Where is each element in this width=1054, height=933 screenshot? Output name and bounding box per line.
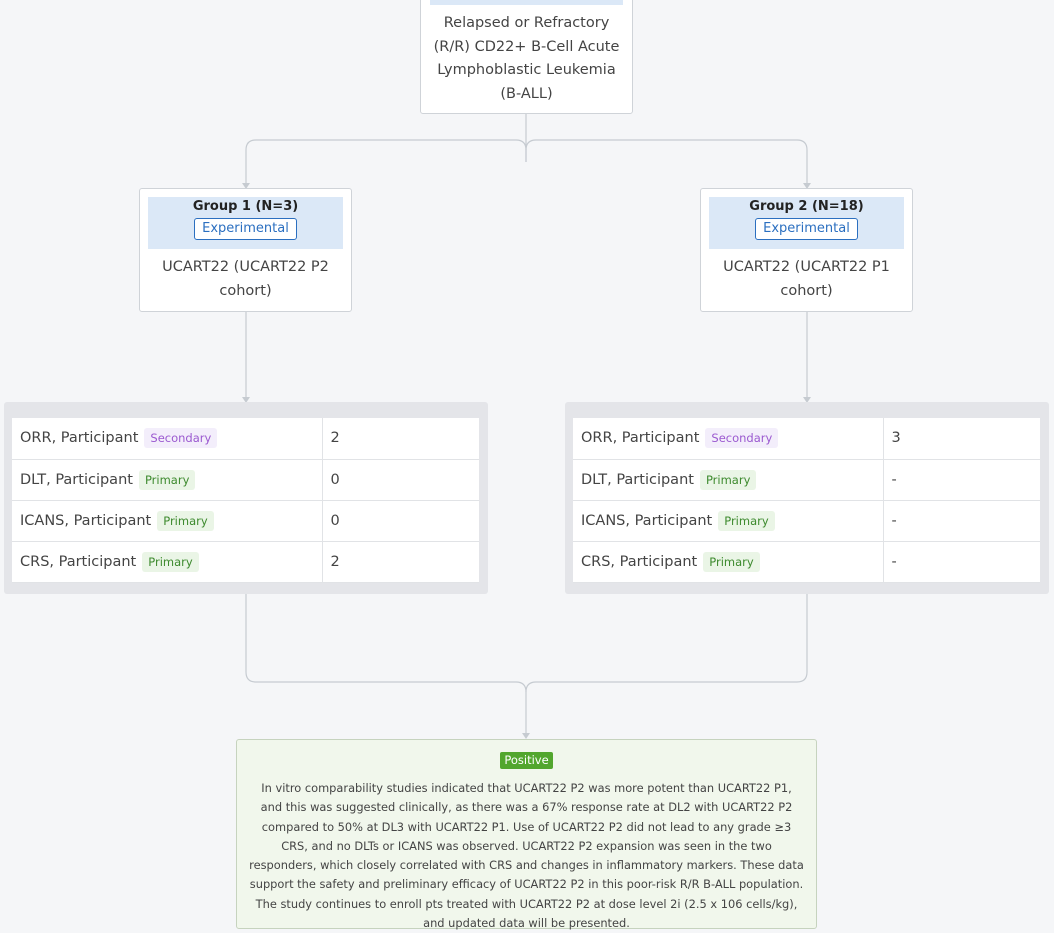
group-2-outcomes-panel: ORR, Participant Secondary 3 DLT, Partici… xyxy=(565,402,1049,594)
result-summary-text: In vitro comparability studies indicated… xyxy=(249,779,804,933)
group-1-intervention: UCART22 (UCART22 P2 cohort) xyxy=(140,256,351,303)
table-row[interactable]: ICANS, Participant Primary 0 xyxy=(12,500,479,541)
group-2-outcomes-table: ORR, Participant Secondary 3 DLT, Partici… xyxy=(573,418,1040,583)
table-row[interactable]: CRS, Participant Primary 2 xyxy=(12,541,479,582)
outcome-value: 0 xyxy=(322,500,479,541)
group-2-arm-tag: Experimental xyxy=(755,218,858,240)
outcome-name-cell: DLT, Participant Primary xyxy=(573,459,883,500)
outcome-type-badge: Primary xyxy=(139,470,195,490)
group-1-outcomes-table: ORR, Participant Secondary 2 DLT, Partici… xyxy=(12,418,479,583)
table-row[interactable]: ORR, Participant Secondary 3 xyxy=(573,418,1040,459)
group-1-outcomes-panel: ORR, Participant Secondary 2 DLT, Partici… xyxy=(4,402,488,594)
outcome-value: 2 xyxy=(322,418,479,459)
outcome-name: CRS, Participant xyxy=(20,554,136,570)
outcome-type-badge: Primary xyxy=(703,552,759,572)
table-row[interactable]: DLT, Participant Primary 0 xyxy=(12,459,479,500)
outcome-name-cell: ORR, Participant Secondary xyxy=(12,418,322,459)
outcome-value: - xyxy=(883,459,1040,500)
outcome-type-badge: Primary xyxy=(142,552,198,572)
outcome-name: ORR, Participant xyxy=(20,430,138,446)
group-2-box[interactable]: Group 2 (N=18) Experimental UCART22 (UCA… xyxy=(700,188,913,312)
outcome-value: - xyxy=(883,541,1040,582)
group-1-header: Group 1 (N=3) Experimental xyxy=(148,197,343,249)
result-status-badge: Positive xyxy=(500,752,552,769)
outcome-type-badge: Primary xyxy=(718,511,774,531)
group-2-header: Group 2 (N=18) Experimental xyxy=(709,197,904,249)
table-row[interactable]: CRS, Participant Primary - xyxy=(573,541,1040,582)
outcome-name: DLT, Participant xyxy=(20,472,133,488)
outcome-name: ORR, Participant xyxy=(581,430,699,446)
group-2-intervention: UCART22 (UCART22 P1 cohort) xyxy=(701,256,912,303)
outcome-value: 0 xyxy=(322,459,479,500)
outcome-value: - xyxy=(883,500,1040,541)
group-1-arm-tag: Experimental xyxy=(194,218,297,240)
outcome-value: 3 xyxy=(883,418,1040,459)
outcome-type-badge: Primary xyxy=(700,470,756,490)
table-row[interactable]: ORR, Participant Secondary 2 xyxy=(12,418,479,459)
outcome-name-cell: ORR, Participant Secondary xyxy=(573,418,883,459)
outcome-name-cell: DLT, Participant Primary xyxy=(12,459,322,500)
population-text: Relapsed or Refractory (R/R) CD22+ B-Cel… xyxy=(434,15,620,102)
population-box: Relapsed or Refractory (R/R) CD22+ B-Cel… xyxy=(420,0,633,114)
group-1-box[interactable]: Group 1 (N=3) Experimental UCART22 (UCAR… xyxy=(139,188,352,312)
table-row[interactable]: DLT, Participant Primary - xyxy=(573,459,1040,500)
result-conclusion-box: Positive In vitro comparability studies … xyxy=(236,739,817,929)
outcome-name: DLT, Participant xyxy=(581,472,694,488)
population-header-bar xyxy=(430,0,623,5)
outcome-name-cell: ICANS, Participant Primary xyxy=(573,500,883,541)
group-2-title: Group 2 (N=18) xyxy=(709,199,904,215)
outcome-name-cell: CRS, Participant Primary xyxy=(12,541,322,582)
outcome-name-cell: ICANS, Participant Primary xyxy=(12,500,322,541)
outcome-value: 2 xyxy=(322,541,479,582)
outcome-type-badge: Secondary xyxy=(144,428,217,448)
outcome-name: ICANS, Participant xyxy=(20,513,151,529)
table-row[interactable]: ICANS, Participant Primary - xyxy=(573,500,1040,541)
outcome-type-badge: Secondary xyxy=(705,428,778,448)
outcome-name: CRS, Participant xyxy=(581,554,697,570)
outcome-name: ICANS, Participant xyxy=(581,513,712,529)
outcome-type-badge: Primary xyxy=(157,511,213,531)
outcome-name-cell: CRS, Participant Primary xyxy=(573,541,883,582)
group-1-title: Group 1 (N=3) xyxy=(148,199,343,215)
